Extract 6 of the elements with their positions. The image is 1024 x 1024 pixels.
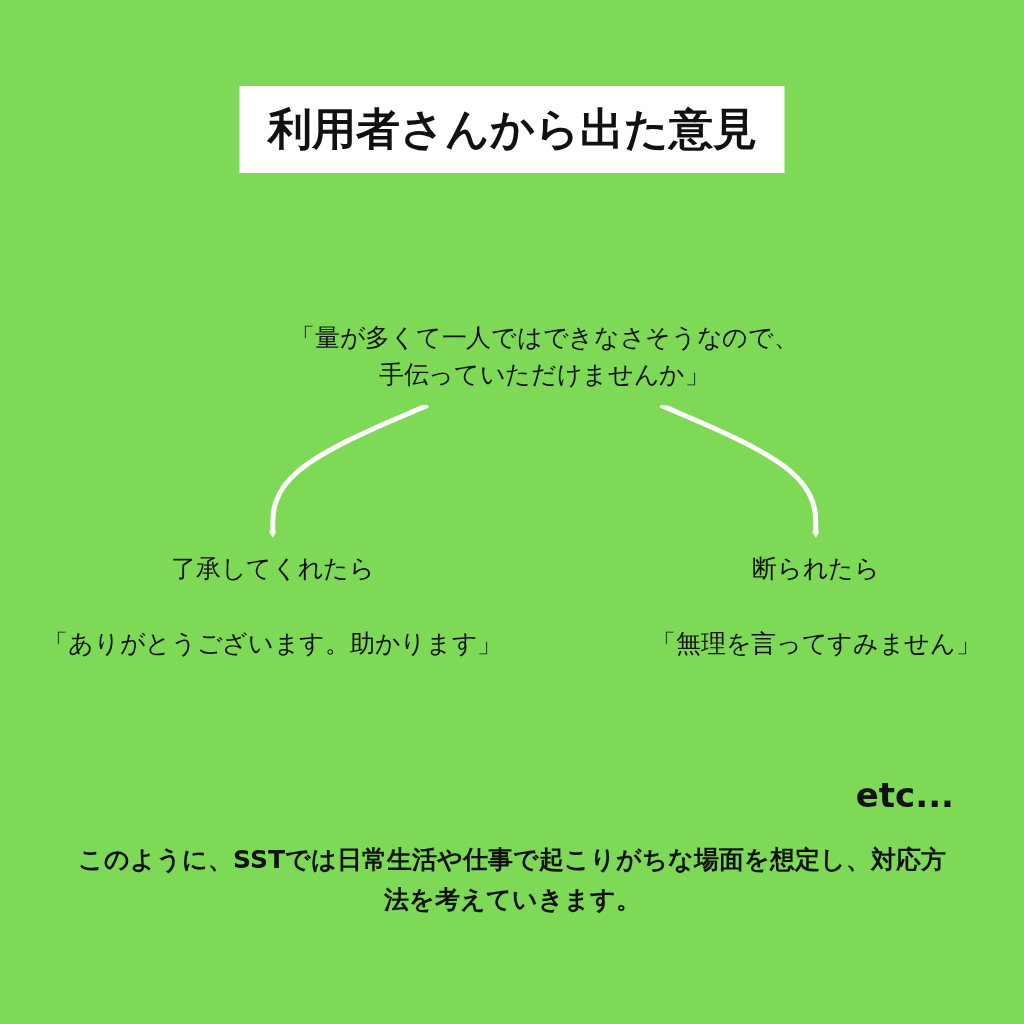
node-text: 了承してくれたら 「ありがとうございます。助かります」 bbox=[43, 554, 503, 658]
caption-text: このように、SSTでは日常生活や仕事で起こりがちな場面を想定し、対応方法を考えていきます。 bbox=[77, 844, 947, 916]
node-text: 断られたら 「無理を言ってすみません」 bbox=[651, 554, 981, 658]
title-banner: 利用者さんから出た意見 bbox=[239, 86, 785, 173]
note-text: etc... bbox=[855, 775, 954, 815]
node-text: 「量が多くて一人ではできなさそうなので、手伝っていただけませんか」 bbox=[290, 322, 799, 389]
